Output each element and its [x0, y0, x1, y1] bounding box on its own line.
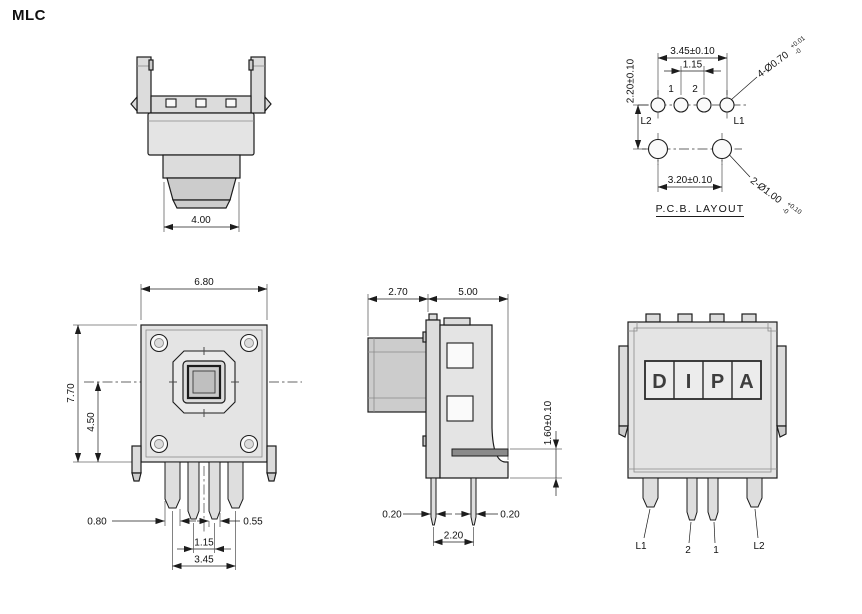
dim-outer-pin-span-label: 3.45: [194, 555, 214, 566]
top-view-actuator: [162, 154, 241, 179]
back-view: D I P A L1 2 1 L2: [618, 313, 787, 556]
dim-inner-pin-width-label: 0.55: [243, 517, 263, 528]
pcb-hole-large: [647, 138, 669, 160]
dim-row-gap-label: 2.20±0.10: [626, 58, 637, 103]
top-view-body: [147, 112, 255, 156]
dim-overall-height: 7.70: [66, 324, 137, 463]
callout-small-holes-tol-lower: -0: [794, 47, 803, 56]
dim-hole-span-label: 3.45±0.10: [670, 46, 715, 57]
callout-large-holes-label: 2-Ø1.00: [748, 176, 784, 207]
dim-actuator-width: 4.00: [163, 182, 240, 232]
dim-large-hole-span: 3.20±0.10: [657, 160, 723, 192]
back-right-clip: [776, 345, 787, 427]
dim-body-width-label: 6.80: [194, 277, 214, 288]
callout-large-holes-tol-lower: -0: [781, 207, 790, 216]
dim-outer-pin-span: 3.45: [172, 511, 236, 570]
dim-overall-height-label: 7.70: [66, 383, 77, 403]
dim-inner-pin-pitch-label: 1.15: [194, 538, 214, 549]
pcb-pin1-label: 1: [668, 84, 674, 95]
side-view: 2.70 5.00: [367, 287, 562, 546]
left-clip-hook: [130, 95, 138, 113]
side-mounting-plate: [425, 319, 441, 479]
front-view: 6.80 7.70 4.50: [66, 277, 302, 570]
side-pin-front: [430, 477, 437, 526]
side-pin-rear: [470, 477, 477, 526]
marking-band: D I P A: [644, 360, 762, 400]
pcb-hole-small: [696, 97, 712, 113]
marking-letter: I: [686, 371, 692, 393]
dim-inner-pin-width: 0.55: [197, 513, 263, 528]
dim-row-gap: 2.20±0.10: [626, 58, 649, 150]
pin-inner-left: [187, 461, 200, 520]
back-pin-2: [686, 477, 698, 521]
dim-pin-rear: 0.20: [455, 510, 520, 521]
dim-actuator-depth: 2.70: [367, 287, 429, 336]
pcb-pin2-label: 2: [692, 84, 698, 95]
pin-inner-right: [208, 461, 221, 520]
callout-small-holes: 4-Ø0.70 +0.01 -0: [755, 35, 806, 81]
pcb-l1-label: L1: [733, 116, 745, 127]
back-pin1-label: 1: [713, 545, 719, 556]
back-l1-label: L1: [635, 541, 647, 552]
dim-outer-pin-width: 0.80: [87, 501, 196, 528]
side-actuator: [367, 337, 431, 413]
dim-actuator-width-label: 4.00: [191, 215, 211, 226]
pin-outer-right: [227, 461, 244, 509]
pcb-layout-caption: P.C.B. LAYOUT: [656, 203, 745, 215]
dim-body-depth-label: 5.00: [458, 287, 478, 298]
dim-large-hole-span-label: 3.20±0.10: [668, 175, 713, 186]
dim-pin-front-label: 0.20: [382, 510, 402, 521]
dim-body-width: 6.80: [140, 277, 268, 320]
dim-inner-pin-pitch: 1.15: [177, 523, 231, 553]
dim-standoff: 1.60±0.10: [510, 400, 562, 496]
left-clip: [131, 445, 142, 474]
marking-letter: A: [739, 371, 753, 393]
pcb-l2-label: L2: [640, 116, 652, 127]
pcb-hole-small: [719, 97, 735, 113]
dim-actuator-depth-label: 2.70: [388, 287, 408, 298]
back-pin-l1: [642, 477, 659, 508]
dim-inner-pitch-label: 1.15: [683, 60, 703, 71]
dim-body-depth: 5.00: [427, 287, 509, 460]
callout-small-holes-label: 4-Ø0.70: [755, 49, 791, 80]
side-hole-lower: [446, 395, 474, 422]
dim-pin-front: 0.20: [382, 510, 452, 521]
top-view: 4.00: [130, 56, 272, 232]
callout-large-holes: 2-Ø1.00 +0.10 -0: [748, 176, 803, 217]
dim-inner-pitch: 1.15: [664, 60, 721, 95]
back-pin2-label: 2: [685, 545, 691, 556]
dim-pin-pitch-label: 2.20: [444, 531, 464, 542]
back-body: [627, 321, 778, 479]
pcb-hole-small: [673, 97, 689, 113]
back-pin-l2: [746, 477, 763, 508]
pcb-hole-large: [711, 138, 733, 160]
back-l2-label: L2: [753, 541, 765, 552]
back-left-clip: [618, 345, 629, 427]
pcb-layout-view: 3.45±0.10 1.15 2.20±0.10 3.20±0.10: [626, 35, 807, 217]
side-hole-upper: [446, 342, 474, 369]
right-clip: [266, 445, 277, 474]
side-slot: [451, 448, 509, 457]
back-pin-1: [707, 477, 719, 521]
pcb-hole-small: [650, 97, 666, 113]
dim-hole-span: 3.45±0.10: [657, 46, 728, 95]
dim-pin-pitch: 2.20: [433, 527, 474, 546]
marking-letter: D: [652, 371, 666, 393]
dim-outer-pin-width-label: 0.80: [87, 517, 107, 528]
dim-lower-height-label: 4.50: [86, 412, 97, 432]
marking-letter: P: [711, 371, 724, 393]
right-clip-hook: [264, 95, 272, 113]
page-title: MLC: [12, 7, 46, 24]
pin-outer-left: [164, 461, 181, 509]
dim-lower-height: 4.50: [86, 381, 102, 463]
dim-standoff-label: 1.60±0.10: [543, 400, 554, 445]
dim-pin-rear-label: 0.20: [500, 510, 520, 521]
